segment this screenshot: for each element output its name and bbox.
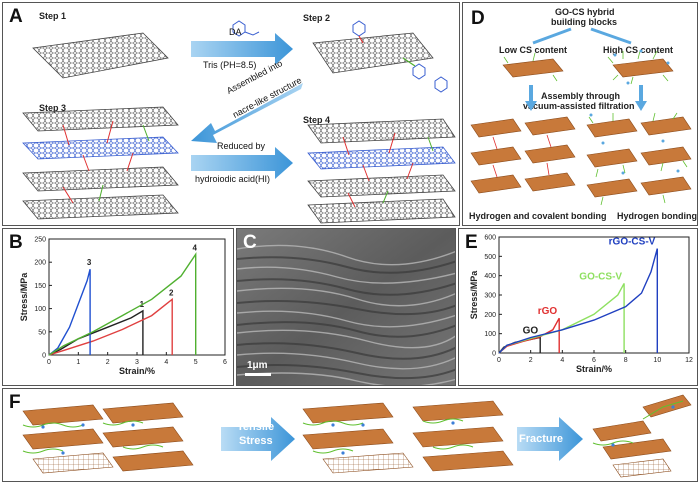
x-tick-label: 4: [560, 357, 564, 364]
y-tick-label: 100: [484, 331, 496, 338]
series-line-GO-CS-V: [498, 283, 625, 354]
plot-frame: [48, 238, 226, 356]
panel-d-graphics: [470, 27, 692, 206]
arrow1-top-label: DA: [229, 27, 242, 37]
x-tick-label: 2: [106, 359, 110, 366]
panel-a-graphics: [22, 20, 456, 224]
y-tick-label: 200: [484, 312, 496, 319]
x-axis-label: Strain/%: [119, 366, 155, 376]
y-tick-label: 100: [34, 306, 46, 313]
x-tick-label: 12: [685, 357, 693, 364]
tensile-label-2: Stress: [239, 435, 273, 447]
x-tick-label: 10: [653, 357, 661, 364]
x-axis-label: Strain/%: [576, 364, 612, 374]
step4-label: Step 4: [303, 115, 331, 125]
series-line-GO: [498, 336, 541, 354]
y-tick-label: 300: [484, 293, 496, 300]
arrow3-bottom-label: hydroiodic acid(HI): [195, 174, 271, 184]
x-tick-label: 4: [164, 359, 168, 366]
panel-e-label: E: [465, 232, 478, 253]
series-label-GO-CS-V: GO-CS-V: [579, 271, 622, 282]
y-tick-label: 400: [484, 273, 496, 280]
series-line-rGO-CS-V: [498, 248, 659, 354]
gocs-title-2: building blocks: [551, 17, 618, 27]
panel-a: A Step 1 Step 2 Step 3 Step 4: [2, 2, 460, 226]
y-tick-label: 150: [34, 283, 46, 290]
assembly-label-2: vacuum-assisted filtration: [523, 101, 635, 111]
series-line-4: [48, 252, 197, 356]
y-axis-label: Stress/MPa: [469, 270, 479, 320]
y-tick-label: 600: [484, 235, 496, 242]
x-tick-label: 6: [223, 359, 227, 366]
series-label-rGO: rGO: [538, 306, 558, 317]
sem-image: [237, 229, 455, 385]
panel-f-label: F: [9, 392, 21, 413]
step3-label: Step 3: [39, 103, 67, 113]
series-line-1: [48, 309, 144, 356]
series-line-2: [48, 297, 173, 356]
y-axis-label: Stress/MPa: [19, 272, 29, 322]
panel-f-graphics: [22, 394, 692, 478]
step1-label: Step 1: [39, 11, 67, 21]
scale-bar-label: 1μm: [247, 360, 268, 371]
x-tick-label: 0: [47, 359, 51, 366]
x-tick-label: 3: [135, 359, 139, 366]
tensile-label-1: Tensile: [237, 421, 275, 433]
series-label-2: 2: [169, 288, 174, 297]
high-cs-label: High CS content: [603, 45, 673, 55]
arrow3-top-label: Reduced by: [217, 141, 266, 151]
series-line-3: [48, 269, 91, 356]
x-tick-label: 5: [194, 359, 198, 366]
series-label-3: 3: [87, 258, 92, 267]
panel-d: D GO-CS hybrid building blocks Low CS co…: [462, 2, 698, 226]
bonding-right-label: Hydrogen bonding: [617, 211, 697, 221]
panel-f: F: [2, 388, 698, 482]
x-tick-label: 1: [76, 359, 80, 366]
assembly-label-1: Assembly through: [541, 91, 621, 101]
panel-a-label: A: [9, 6, 23, 27]
y-tick-label: 0: [42, 353, 46, 360]
gocs-title-1: GO-CS hybrid: [555, 7, 615, 17]
series-label-4: 4: [192, 243, 197, 252]
series-label-GO: GO: [523, 326, 539, 337]
y-tick-label: 50: [38, 329, 46, 336]
y-tick-label: 0: [492, 351, 496, 358]
x-tick-label: 0: [497, 357, 501, 364]
panel-c-label: C: [243, 232, 257, 253]
y-tick-label: 250: [34, 237, 46, 244]
series-label-rGO-CS-V: rGO-CS-V: [609, 237, 656, 248]
panel-c: C 1μm: [236, 228, 456, 386]
panel-d-label: D: [471, 8, 485, 29]
y-tick-label: 200: [34, 260, 46, 267]
step2-label: Step 2: [303, 13, 331, 23]
x-tick-label: 6: [592, 357, 596, 364]
x-tick-label: 8: [624, 357, 628, 364]
y-tick-label: 500: [484, 254, 496, 261]
panel-b-label: B: [9, 232, 23, 253]
arrow1-bottom-label: Tris (PH=8.5): [203, 60, 257, 70]
fracture-label: Fracture: [519, 433, 564, 445]
x-tick-label: 2: [529, 357, 533, 364]
bonding-left-label: Hydrogen and covalent bonding: [469, 211, 607, 221]
low-cs-label: Low CS content: [499, 45, 567, 55]
